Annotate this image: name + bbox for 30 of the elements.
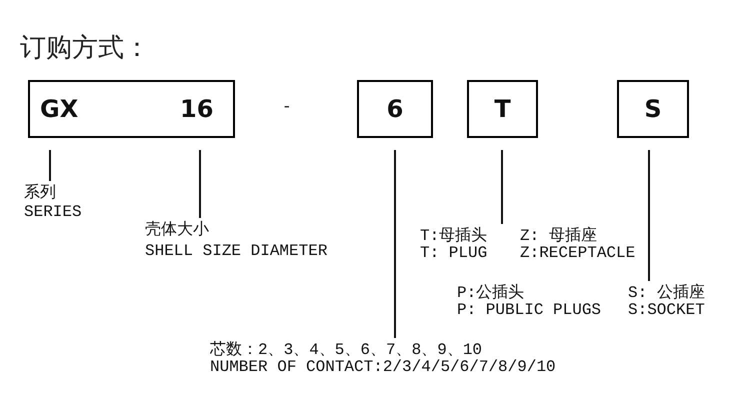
- code-letter: 6: [386, 95, 404, 123]
- option-text: SERIES: [24, 204, 82, 221]
- option-text: 系列: [24, 185, 56, 202]
- option-text: 壳体大小: [145, 222, 209, 239]
- code-letter: T: [493, 95, 512, 123]
- heading: 订购方式：: [20, 32, 150, 64]
- option-text: S:SOCKET: [628, 302, 705, 319]
- separator-text: -: [282, 99, 292, 116]
- code-letter: 16: [180, 95, 214, 123]
- option-text: T: PLUG: [420, 245, 488, 262]
- option-text: Z:RECEPTACLE: [520, 245, 636, 262]
- option-text: P: PUBLIC PLUGS: [457, 302, 602, 319]
- code-letter: GX: [40, 95, 78, 123]
- option-text: 芯数：2、3、4、5、6、7、8、9、10: [210, 342, 482, 359]
- option-text: Z: 母插座: [520, 228, 597, 245]
- code-box: [357, 80, 433, 138]
- leader-line: [501, 150, 503, 224]
- leader-line: [199, 150, 201, 218]
- code-letter: S: [643, 95, 663, 123]
- option-text: P:公插头: [457, 285, 524, 302]
- option-text: SHELL SIZE DIAMETER: [145, 243, 328, 260]
- option-text: S: 公插座: [628, 285, 705, 302]
- option-text: NUMBER OF CONTACT:2/3/4/5/6/7/8/9/10: [210, 359, 556, 376]
- code-box: [28, 80, 235, 138]
- leader-line: [394, 150, 396, 338]
- option-text: T:母插头: [420, 228, 488, 245]
- leader-line: [49, 150, 51, 181]
- leader-line: [648, 150, 650, 281]
- code-box: [467, 80, 538, 138]
- code-box: [617, 80, 689, 138]
